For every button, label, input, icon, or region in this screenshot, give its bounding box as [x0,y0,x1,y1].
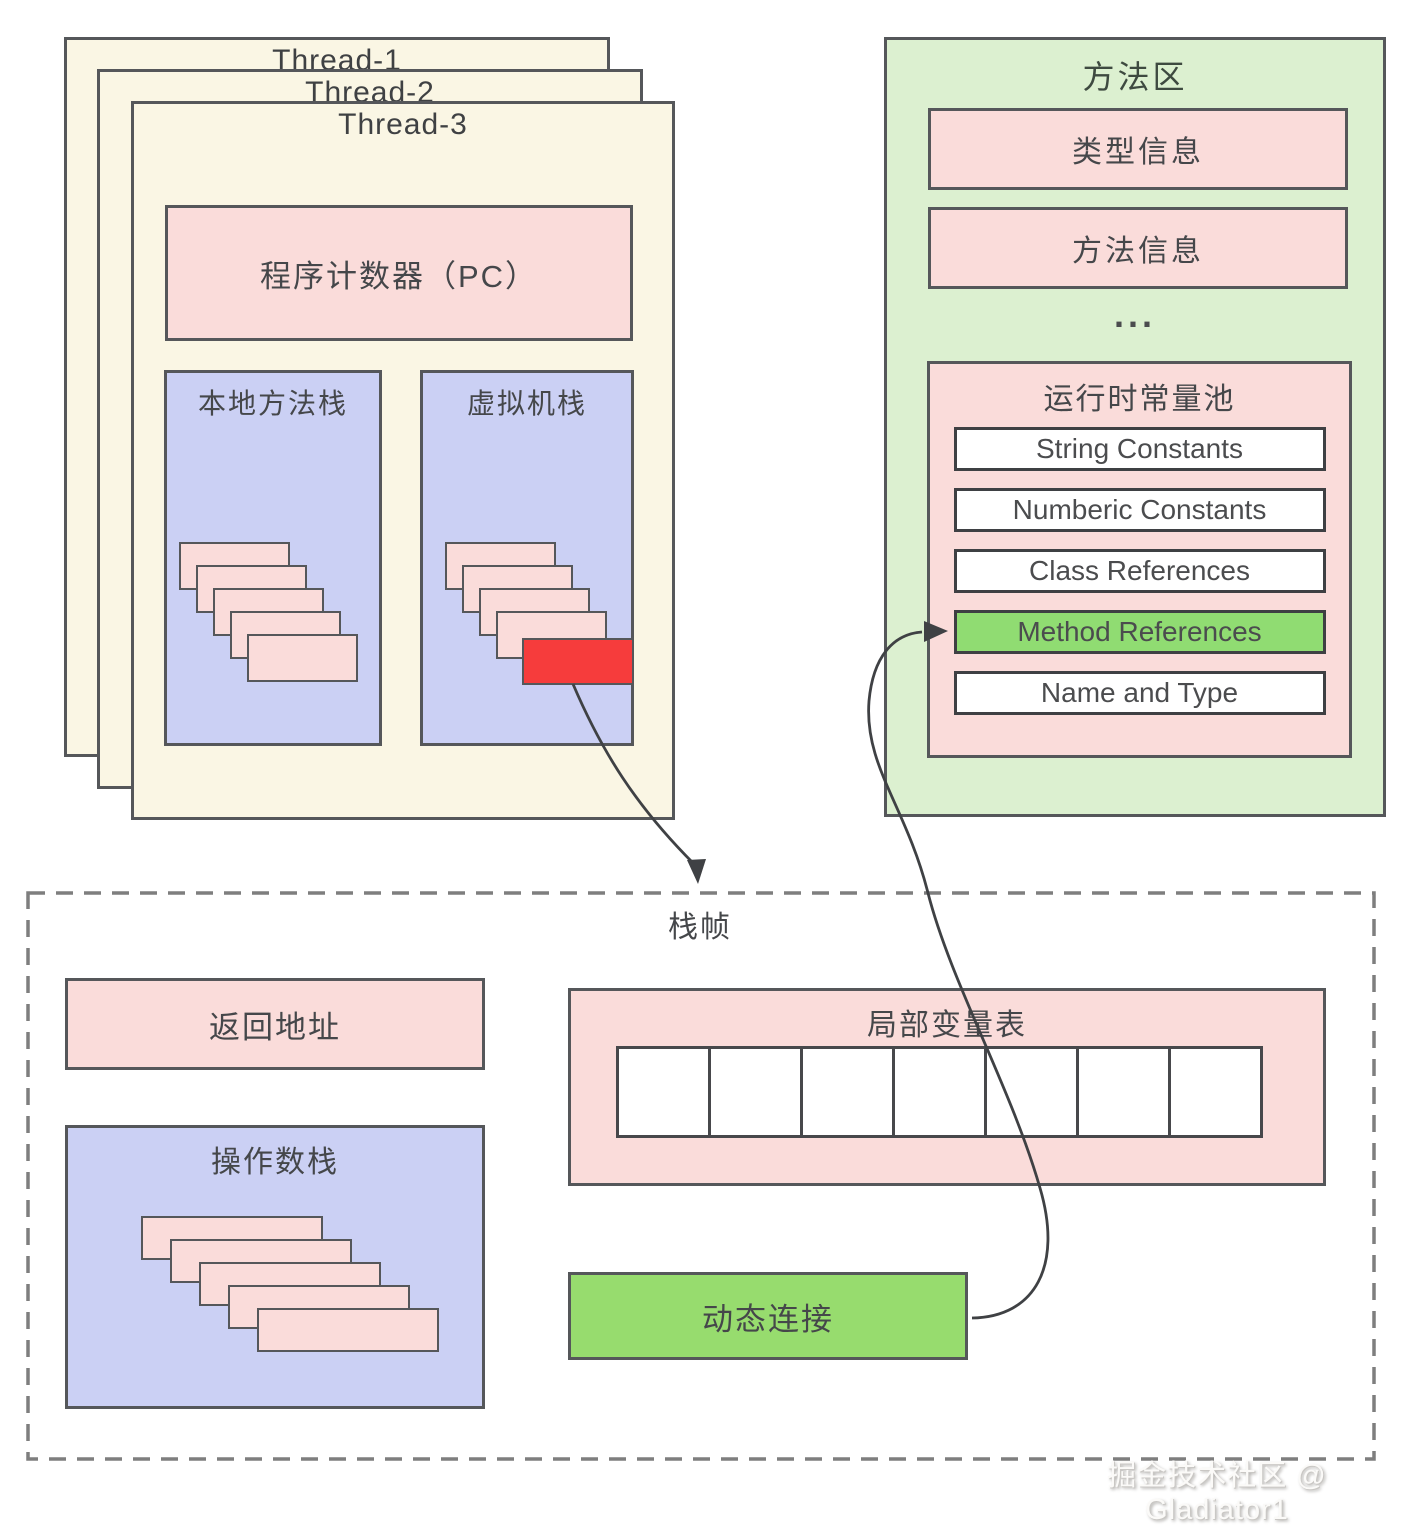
method-area-panel: 方法区 类型信息 方法信息 ... 运行时常量池 String Constant… [884,37,1386,817]
native-method-stack-title: 本地方法栈 [197,388,348,419]
native-stack-frame-card-5 [247,634,358,682]
method-info-box: 方法信息 [928,207,1348,289]
current-stack-frame-card [522,638,634,685]
local-variable-cell-6 [1076,1046,1171,1138]
native-method-stack-box: 本地方法栈 [164,370,382,746]
constant-pool-entry-4: Method References [953,610,1326,654]
operand-stack-card-5 [257,1308,439,1352]
program-counter-box: 程序计数器（PC） [165,205,633,341]
method-area-ellipsis: ... [1113,294,1156,335]
method-area-title: 方法区 [1082,59,1188,95]
type-info-box: 类型信息 [928,108,1348,190]
operand-stack-box: 操作数栈 [65,1125,485,1409]
return-address-label: 返回地址 [209,1009,341,1045]
vm-stack-title: 虚拟机栈 [466,388,587,419]
watermark: 掘金技术社区 @ Gladiator1 [1107,1460,1327,1526]
arrowhead-down-icon [687,859,706,884]
thread-3-title: Thread-3 [338,108,468,141]
return-address-box: 返回地址 [65,978,485,1070]
local-variable-cell-2 [708,1046,803,1138]
local-variable-cells [616,1046,1263,1138]
local-variable-cell-5 [984,1046,1079,1138]
constant-pool-entry-1: String Constants [953,427,1326,471]
local-variable-cell-3 [800,1046,895,1138]
local-variable-cell-7 [1168,1046,1263,1138]
constant-pool-entry-2: Numberic Constants [953,488,1326,532]
dynamic-link-label: 动态连接 [702,1301,834,1337]
constant-pool-entry-5: Name and Type [953,671,1326,715]
operand-stack-title: 操作数栈 [211,1146,339,1179]
constant-pool-entry-3: Class References [953,549,1326,593]
local-variable-table-box: 局部变量表 [568,988,1326,1186]
stack-frame-label: 栈帧 [668,911,732,944]
program-counter-label: 程序计数器（PC） [259,258,539,294]
local-variable-table-title: 局部变量表 [867,1009,1027,1042]
dynamic-link-box: 动态连接 [568,1272,968,1360]
vm-stack-box: 虚拟机栈 [420,370,634,746]
local-variable-cell-4 [892,1046,987,1138]
runtime-constant-pool-title: 运行时常量池 [1043,383,1236,416]
local-variable-cell-1 [616,1046,711,1138]
